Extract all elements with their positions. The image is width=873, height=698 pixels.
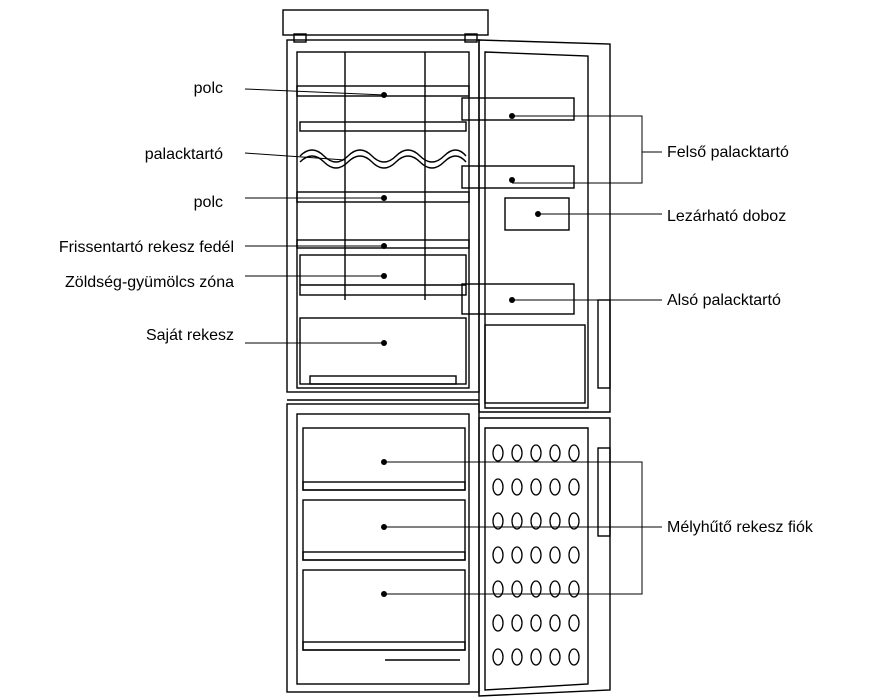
label-polc-mid: polc bbox=[193, 194, 223, 211]
label-zoldseg: Zöldség-gyümölcs zóna bbox=[65, 274, 234, 291]
ice-cube-mold bbox=[530, 648, 542, 666]
ice-cube-mold bbox=[492, 648, 504, 666]
freezer-inner bbox=[296, 413, 470, 685]
ice-cube-mold bbox=[530, 580, 542, 598]
top-hinge-right bbox=[464, 33, 478, 43]
ice-cube-mold bbox=[511, 512, 523, 530]
lower-door-bin bbox=[461, 283, 575, 315]
bottle-rack-bar bbox=[299, 121, 467, 132]
fridge-top bbox=[282, 9, 489, 36]
bottle-rack-wave bbox=[299, 149, 467, 163]
top-hinge-left bbox=[293, 33, 307, 43]
upper-door-bin-2 bbox=[461, 165, 575, 189]
ice-cube-mold bbox=[568, 444, 580, 462]
fridge-inner bbox=[296, 51, 470, 389]
upper-door-bin-1 bbox=[461, 97, 575, 121]
ice-cube-mold bbox=[511, 444, 523, 462]
ice-cube-mold bbox=[511, 580, 523, 598]
ice-cube-mold bbox=[530, 478, 542, 496]
ice-cube-mold bbox=[492, 478, 504, 496]
label-melyhuto: Mélyhűtő rekesz fiók bbox=[667, 519, 813, 536]
ice-cube-mold bbox=[549, 512, 561, 530]
ice-cube-mold bbox=[568, 648, 580, 666]
ice-cube-mold bbox=[511, 614, 523, 632]
ice-cube-mold bbox=[511, 546, 523, 564]
ice-cube-mold bbox=[511, 648, 523, 666]
freezer-door bbox=[478, 417, 611, 697]
ice-cube-mold bbox=[549, 614, 561, 632]
ice-cube-mold bbox=[568, 478, 580, 496]
shelf-middle bbox=[296, 191, 470, 203]
freezer-drawer-3 bbox=[302, 569, 466, 651]
ice-cube-mold bbox=[530, 614, 542, 632]
ice-cube-mold bbox=[492, 444, 504, 462]
ice-cube-mold bbox=[549, 546, 561, 564]
ice-cube-mold bbox=[549, 580, 561, 598]
label-felso: Felső palacktartó bbox=[667, 144, 789, 161]
leader-felso bbox=[512, 115, 643, 184]
freezer-cabinet bbox=[286, 403, 480, 693]
door-panel-lower bbox=[484, 324, 586, 404]
ice-cube-mold bbox=[568, 614, 580, 632]
own-compartment-drawer bbox=[299, 317, 467, 385]
dot-upper-bin-2 bbox=[509, 177, 515, 183]
label-lezarhato: Lezárható doboz bbox=[667, 208, 787, 225]
ice-cube-mold bbox=[568, 512, 580, 530]
leader-polc-top bbox=[244, 88, 385, 96]
ice-cube-mold bbox=[549, 478, 561, 496]
ice-cube-mold bbox=[530, 444, 542, 462]
ice-cube-mold bbox=[511, 478, 523, 496]
leader-palacktarto bbox=[244, 152, 346, 161]
label-frissentarto: Frissentartó rekesz fedél bbox=[58, 239, 234, 256]
label-palacktarto: palacktartó bbox=[144, 146, 223, 163]
label-also: Alsó palacktartó bbox=[667, 292, 781, 309]
fridge-door bbox=[478, 39, 611, 413]
label-polc-top: polc bbox=[193, 80, 223, 97]
ice-cube-mold bbox=[492, 546, 504, 564]
ice-cube-mold bbox=[568, 546, 580, 564]
ice-cube-mold bbox=[549, 648, 561, 666]
ice-cube-mold bbox=[492, 512, 504, 530]
ice-cube-mold bbox=[530, 512, 542, 530]
freezer-door-ice-pattern bbox=[492, 444, 580, 666]
label-sajat: Saját rekesz bbox=[145, 327, 234, 344]
ice-cube-mold bbox=[492, 614, 504, 632]
vegetable-drawer bbox=[299, 254, 467, 296]
ice-cube-mold bbox=[530, 546, 542, 564]
ice-cube-mold bbox=[492, 580, 504, 598]
ice-cube-mold bbox=[549, 444, 561, 462]
ice-cube-mold bbox=[568, 580, 580, 598]
leader-melyhuto bbox=[384, 461, 643, 595]
